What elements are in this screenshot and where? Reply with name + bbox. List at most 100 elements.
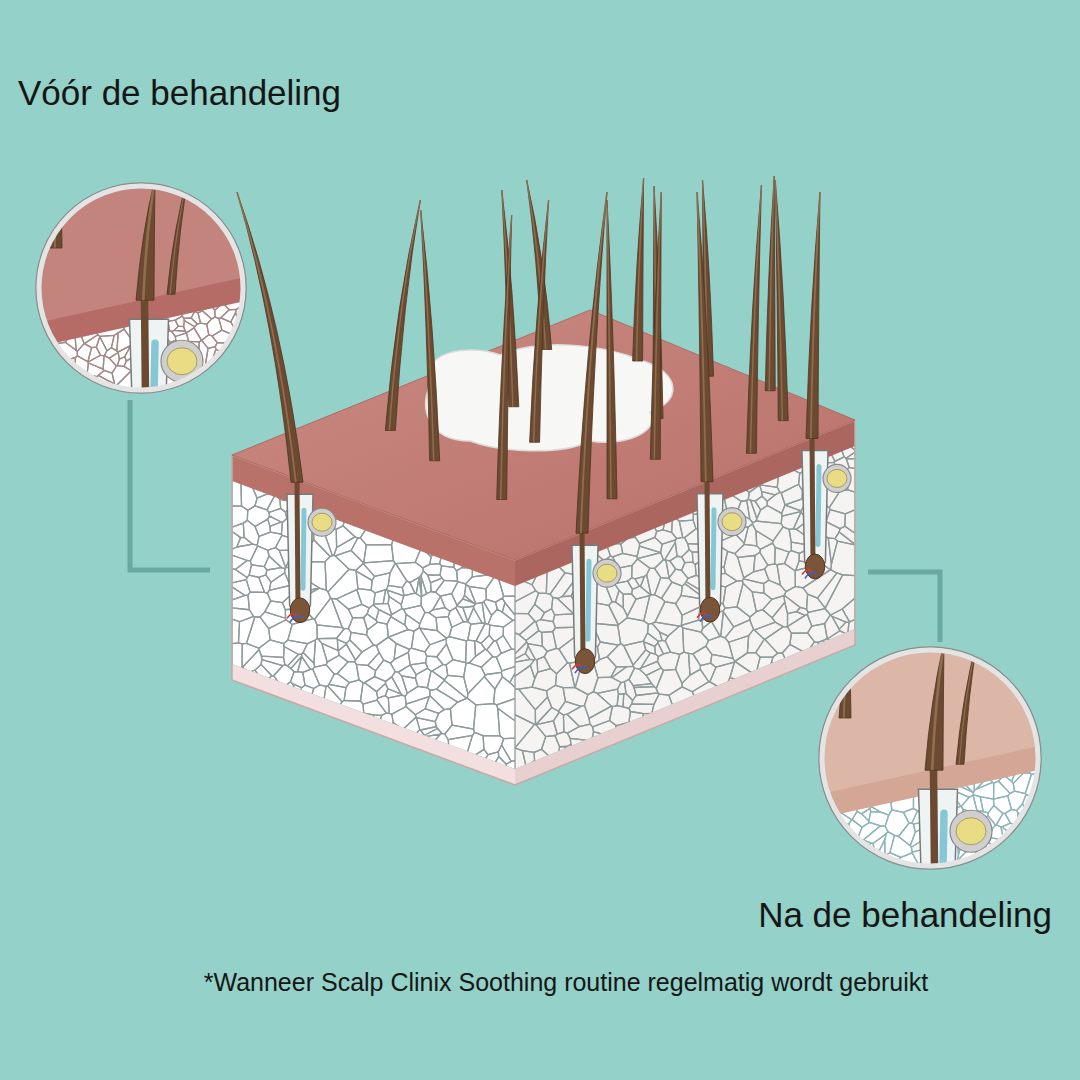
cell-outline	[849, 746, 862, 759]
cell-outline	[414, 770, 428, 782]
cell-outline	[364, 677, 385, 692]
cell-outline	[317, 625, 344, 639]
cell-outline	[570, 774, 588, 790]
cell-outline	[428, 575, 442, 583]
hair-bulb	[805, 554, 825, 579]
cell-outline	[623, 594, 636, 616]
cell-outline	[234, 734, 261, 741]
gland-capsule	[308, 508, 336, 536]
follicle-channel	[588, 561, 589, 639]
cell-outline	[569, 661, 582, 687]
cell-outline	[784, 737, 796, 760]
cell-outline	[652, 622, 679, 636]
cell-outline	[515, 724, 546, 752]
footnote-caption: *Wanneer Scalp Clinix Soothing routine r…	[204, 967, 928, 997]
cell-outline	[567, 705, 590, 726]
cell-outline	[50, 292, 62, 310]
cell-outline	[501, 667, 515, 683]
cell-outline	[446, 637, 466, 663]
sebaceous-gland	[167, 348, 197, 375]
cell-outline	[435, 709, 452, 734]
cell-outline	[311, 751, 330, 769]
cell-outline	[320, 730, 339, 748]
cell-outline	[772, 527, 791, 552]
hair-shaft	[607, 200, 617, 499]
hair-shaft	[385, 200, 420, 430]
cell-outline	[364, 614, 378, 630]
cell-outline	[184, 321, 195, 333]
cell-outline	[293, 723, 309, 740]
cell-outline	[440, 566, 458, 581]
cell-outline	[606, 767, 622, 790]
cell-outline	[356, 664, 375, 682]
cell-outline	[261, 656, 284, 666]
cell-outline	[563, 688, 588, 707]
cell-outline	[762, 707, 776, 726]
cell-outline	[802, 745, 819, 772]
cell-outline	[510, 673, 515, 687]
cell-outline	[367, 773, 380, 790]
cell-outline	[45, 293, 52, 302]
cell-outline	[350, 768, 372, 790]
cell-outline	[742, 703, 763, 725]
hair-shaft	[237, 192, 303, 482]
cell-outline	[764, 734, 786, 757]
cell-outline	[536, 708, 559, 725]
cell-outline	[618, 618, 649, 646]
cell-outline	[848, 760, 868, 777]
cell-outline	[245, 720, 265, 738]
cell-outline	[711, 654, 735, 667]
hair-highlight	[932, 642, 944, 770]
cell-outline	[349, 735, 363, 749]
cell-outline	[404, 605, 425, 623]
cell-outline	[660, 736, 694, 755]
cell-outline	[328, 569, 358, 599]
cell-outline	[831, 541, 855, 575]
cell-outline	[750, 610, 775, 630]
cell-outline	[217, 382, 222, 392]
cell-outline	[842, 598, 855, 622]
cell-outline	[694, 737, 718, 763]
base-layer	[232, 664, 515, 785]
cell-outline	[647, 748, 681, 771]
cell-outline	[43, 302, 57, 313]
cell-outline	[356, 564, 375, 581]
cell-outline	[779, 761, 806, 778]
cell-outline	[415, 709, 438, 722]
hair-strand	[925, 642, 944, 770]
cell-outline	[596, 756, 614, 774]
cell-outline	[368, 653, 384, 671]
cell-outline	[805, 666, 822, 680]
cell-outline	[394, 643, 409, 659]
cell-outline	[643, 642, 655, 655]
follicle-channel	[154, 343, 156, 420]
cell-outline	[1013, 773, 1031, 794]
cell-outline	[246, 575, 264, 592]
cell-outline	[764, 701, 783, 717]
cell-outline	[62, 290, 76, 306]
cell-outline	[594, 657, 616, 678]
cell-outline	[727, 766, 739, 790]
cell-outline	[232, 555, 247, 570]
leader-line	[868, 572, 940, 642]
cell-outline	[387, 585, 405, 596]
cell-outline	[104, 277, 128, 289]
hair-shaft	[530, 200, 549, 442]
cell-outline	[221, 309, 237, 322]
cell-outline	[850, 746, 871, 761]
gland-capsule	[823, 464, 851, 492]
cell-outline	[658, 732, 688, 749]
cell-outline	[894, 750, 906, 767]
hair-root	[145, 298, 147, 450]
cell-outline	[683, 628, 709, 654]
cell-outline	[417, 778, 442, 790]
cell-outline	[445, 768, 463, 790]
cell-outline	[450, 698, 475, 729]
cell-outline	[284, 640, 308, 654]
cell-outline	[976, 859, 988, 868]
hair-strand	[697, 192, 713, 482]
cell-outline	[609, 746, 645, 768]
sebaceous-gland	[722, 513, 742, 531]
cell-outline	[322, 643, 339, 662]
